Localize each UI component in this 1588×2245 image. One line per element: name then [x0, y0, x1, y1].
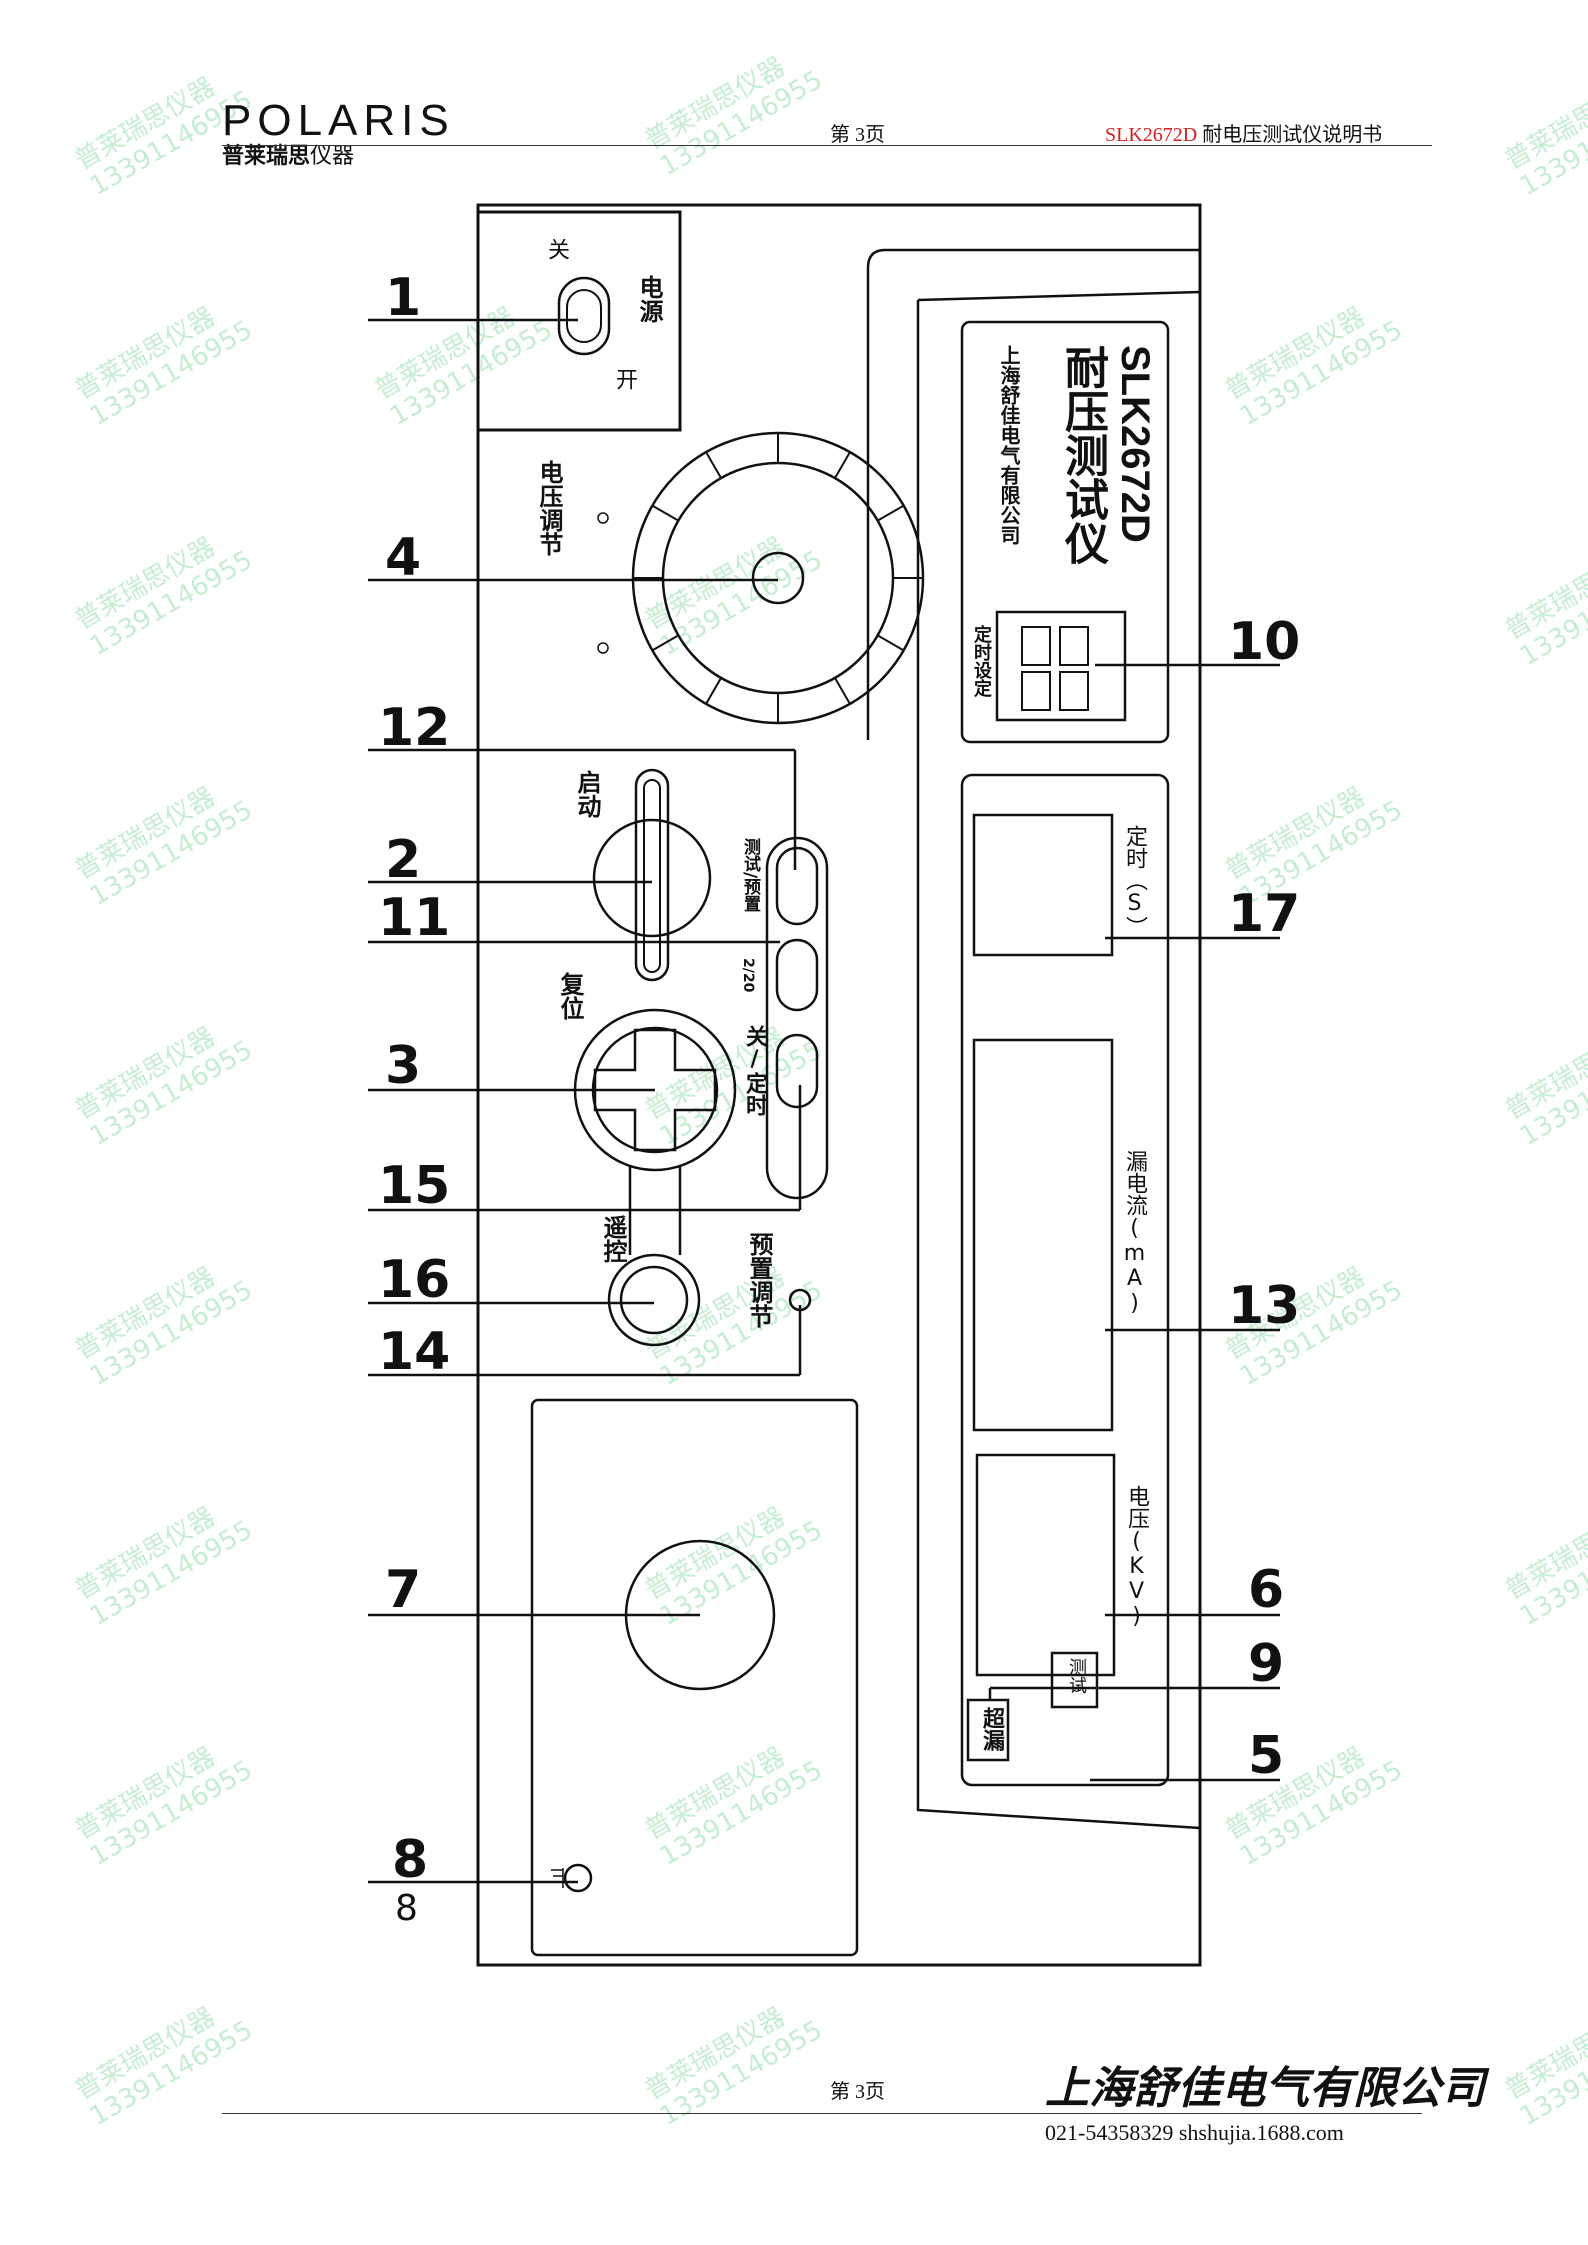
callout-lines — [368, 318, 1280, 1884]
callout-13: 13 — [1228, 1276, 1301, 1336]
switch-timer — [775, 1033, 819, 1109]
callout-2: 2 — [385, 830, 422, 890]
switch-range-label: 2/20 — [740, 958, 756, 993]
logo-sub2: 仪器 — [310, 144, 355, 169]
brand-model: SLK2672D — [1113, 345, 1157, 543]
callout-14: 14 — [378, 1322, 451, 1382]
header-rule — [222, 145, 1432, 146]
voltage-knob-outer — [631, 431, 925, 725]
reset-cross — [593, 1028, 717, 1152]
voltage-knob-center — [751, 551, 805, 605]
inner-frame — [916, 290, 1201, 1830]
power-on-label: 开 — [612, 368, 637, 390]
doc-title: 耐电压测试仪说明书 — [1197, 124, 1383, 146]
leak-display — [972, 1038, 1114, 1432]
callout-4: 4 — [385, 528, 422, 588]
power-rocker-inner — [566, 289, 602, 343]
brand-name: 耐压测试仪 — [1057, 345, 1108, 565]
footer-page-number: 第 3页 — [830, 2081, 885, 2103]
remote-label: 遥控 — [599, 1215, 627, 1263]
callout-7: 7 — [385, 1560, 422, 1620]
ground-symbol — [551, 1868, 564, 1888]
callout-8: 8 — [392, 1830, 429, 1890]
hv-socket-area — [530, 1398, 859, 1957]
display-timer-label: 定时（S） — [1122, 825, 1147, 938]
footer-contact: 021-54358329 shshujia.1688.com — [1045, 2120, 1344, 2145]
power-off-label: 关 — [544, 238, 569, 260]
timer-set-label: 定时设定 — [971, 625, 992, 697]
timer-digit-1 — [1021, 626, 1051, 666]
callout-5: 5 — [1248, 1726, 1285, 1786]
logo-sub: 普莱瑞思 — [222, 144, 311, 169]
overleak-indicator — [966, 1698, 1010, 1762]
start-button — [592, 818, 712, 938]
voltage-led-2 — [597, 642, 609, 654]
callout-12: 12 — [378, 698, 451, 758]
voltage-knob-scale — [633, 433, 923, 723]
callout-10: 10 — [1228, 612, 1301, 672]
callout-6: 6 — [1248, 1560, 1285, 1620]
switch-panel — [765, 836, 829, 1200]
footer-rule — [222, 2113, 1422, 2114]
callout-15: 15 — [378, 1156, 451, 1216]
start-slot-inner — [643, 779, 661, 973]
footer-company: 上海舒佳电气有限公司 — [1045, 2063, 1485, 2114]
test-label: 测试 — [1066, 1658, 1087, 1694]
voltage-display — [975, 1453, 1116, 1677]
switch-test-preset-label: 测试/预置 — [740, 838, 760, 913]
display-box — [960, 773, 1170, 1787]
panel-frame — [476, 203, 1202, 1967]
power-switch-area — [478, 210, 682, 432]
power-rocker — [557, 276, 611, 356]
logo-text: POLARIS — [222, 96, 455, 145]
voltage-led-1 — [597, 512, 609, 524]
callout-11: 11 — [378, 888, 451, 948]
callout-1: 1 — [385, 268, 422, 328]
timer-display — [972, 813, 1114, 957]
display-voltage-label: 电压(KV) — [1124, 1485, 1149, 1629]
preset-adjust-label: 预置调节 — [745, 1232, 773, 1328]
remote-socket-outer — [607, 1253, 701, 1347]
test-indicator — [1050, 1651, 1099, 1709]
overleak-label: 超漏 — [979, 1707, 1004, 1751]
timer-digit-4 — [1059, 671, 1089, 711]
callout-3: 3 — [385, 1036, 422, 1096]
header-doc-title: SLK2672D 耐电压测试仪说明书 — [1105, 118, 1382, 147]
voltage-knob-ring — [661, 461, 895, 695]
switch-timer-label: 关/定时 — [742, 1025, 767, 1116]
switch-range — [775, 938, 819, 1012]
remote-socket — [619, 1265, 689, 1335]
switch-test-preset — [775, 846, 819, 926]
voltage-adjust-label: 电压调节 — [535, 460, 563, 556]
start-label: 启动 — [573, 770, 601, 818]
display-leak-label: 漏电流(mA) — [1122, 1150, 1147, 1316]
callout-16: 16 — [378, 1250, 451, 1310]
brand-company: 上海舒佳电气有限公司 — [997, 345, 1021, 545]
timer-digit-2 — [1059, 626, 1089, 666]
start-slot-outer — [634, 768, 670, 982]
inner-frame-top — [866, 248, 1200, 740]
ground-terminal — [563, 1863, 593, 1893]
callout-17: 17 — [1228, 884, 1301, 944]
logo-subtitle: 普莱瑞思仪器 — [222, 144, 455, 170]
timer-digit-3 — [1021, 671, 1051, 711]
ground-number: 8 — [395, 1888, 418, 1929]
brand-box — [960, 320, 1170, 744]
polaris-logo: POLARIS 普莱瑞思仪器 — [222, 98, 455, 170]
header-page-number: 第 3页 — [830, 124, 885, 146]
doc-model: SLK2672D — [1105, 124, 1198, 146]
callout-9: 9 — [1248, 1634, 1285, 1694]
power-label: 电源 — [635, 275, 663, 323]
reset-label: 复位 — [556, 972, 584, 1020]
